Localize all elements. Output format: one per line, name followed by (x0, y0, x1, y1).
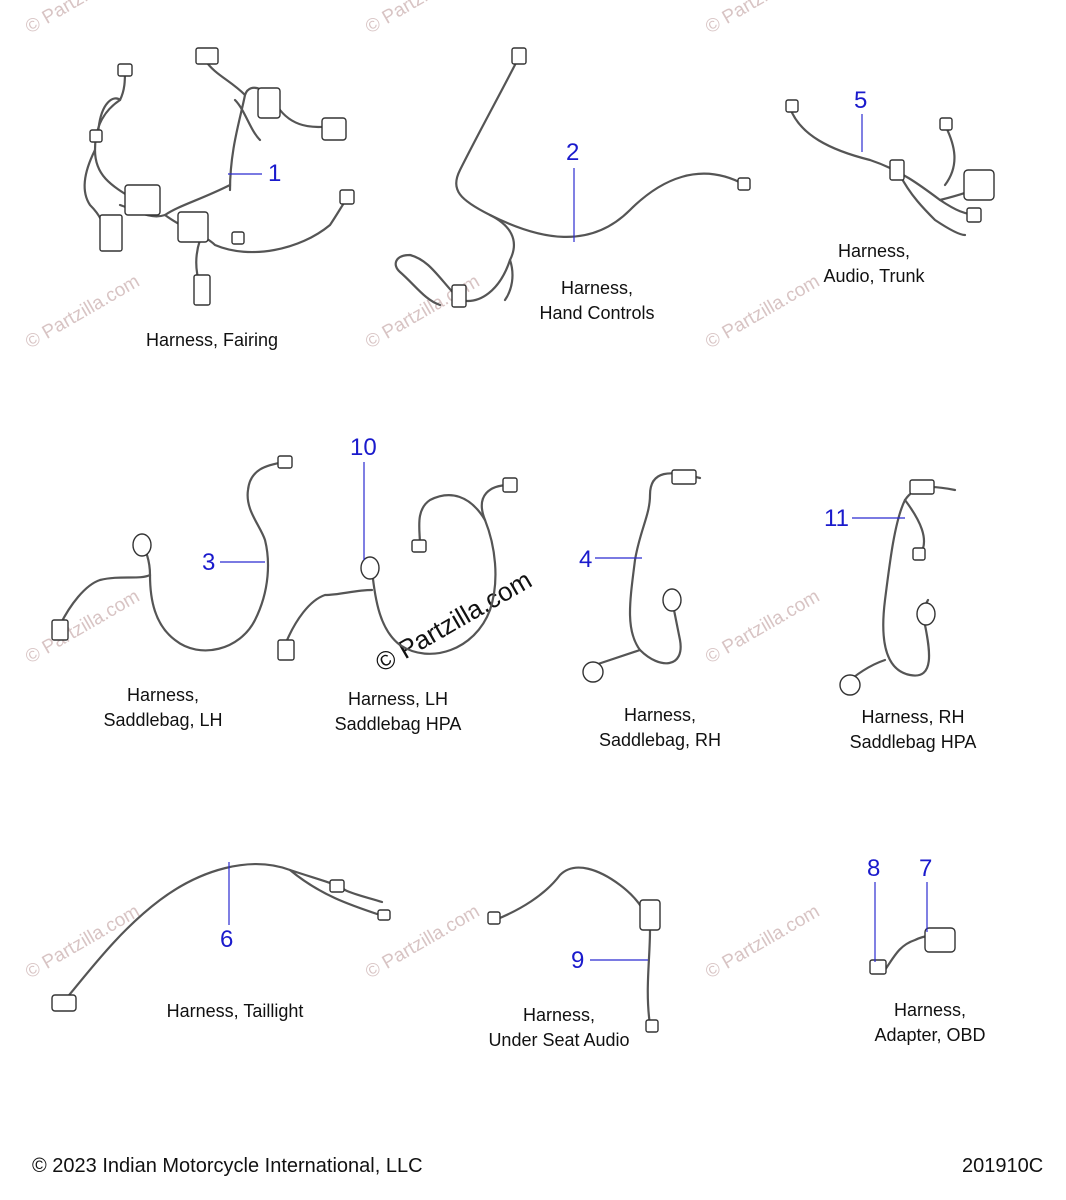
part-label-audio-trunk: Harness, Audio, Trunk (823, 241, 925, 286)
callout-3: 3 (202, 549, 216, 576)
part-label-taillight: Harness, Taillight (166, 1001, 304, 1021)
harness-audio-trunk-drawing (785, 99, 995, 237)
harness-lh-saddlebag-hpa-drawing (277, 477, 518, 661)
part-label-rh-saddlebag-hpa: Harness, RH Saddlebag HPA (849, 707, 977, 752)
harness-adapter-obd-drawing (869, 927, 956, 975)
callout-8: 8 (867, 855, 881, 882)
callout-6: 6 (220, 926, 234, 953)
part-label-hand-controls: Harness, Hand Controls (539, 278, 655, 323)
callout-4: 4 (579, 546, 593, 573)
harness-hand-controls-drawing (394, 47, 751, 308)
part-label-saddlebag-lh: Harness, Saddlebag, LH (103, 685, 223, 730)
callout-1: 1 (268, 160, 282, 187)
callout-9: 9 (571, 947, 585, 974)
part-label-saddlebag-rh: Harness, Saddlebag, RH (598, 705, 722, 750)
copyright-text: © 2023 Indian Motorcycle International, … (32, 1155, 423, 1177)
harness-fairing-drawing (83, 47, 355, 306)
callout-7: 7 (919, 855, 933, 882)
diagram-id: 201910C (962, 1155, 1044, 1177)
callout-5: 5 (854, 87, 868, 114)
part-label-lh-saddlebag-hpa: Harness, LH Saddlebag HPA (334, 689, 462, 734)
harness-saddlebag-rh-drawing (582, 469, 702, 683)
callout-2: 2 (566, 139, 580, 166)
harness-saddlebag-lh-drawing (51, 455, 293, 652)
harness-rh-saddlebag-hpa-drawing (839, 479, 957, 696)
part-label-fairing: Harness, Fairing (145, 330, 279, 350)
part-label-adapter-obd: Harness, Adapter, OBD (874, 1000, 986, 1045)
harness-taillight-drawing (51, 863, 391, 1012)
part-label-under-seat-audio: Harness, Under Seat Audio (488, 1005, 630, 1050)
callout-10: 10 (350, 434, 377, 461)
harness-under-seat-audio-drawing (487, 866, 661, 1033)
callout-11: 11 (824, 505, 849, 532)
